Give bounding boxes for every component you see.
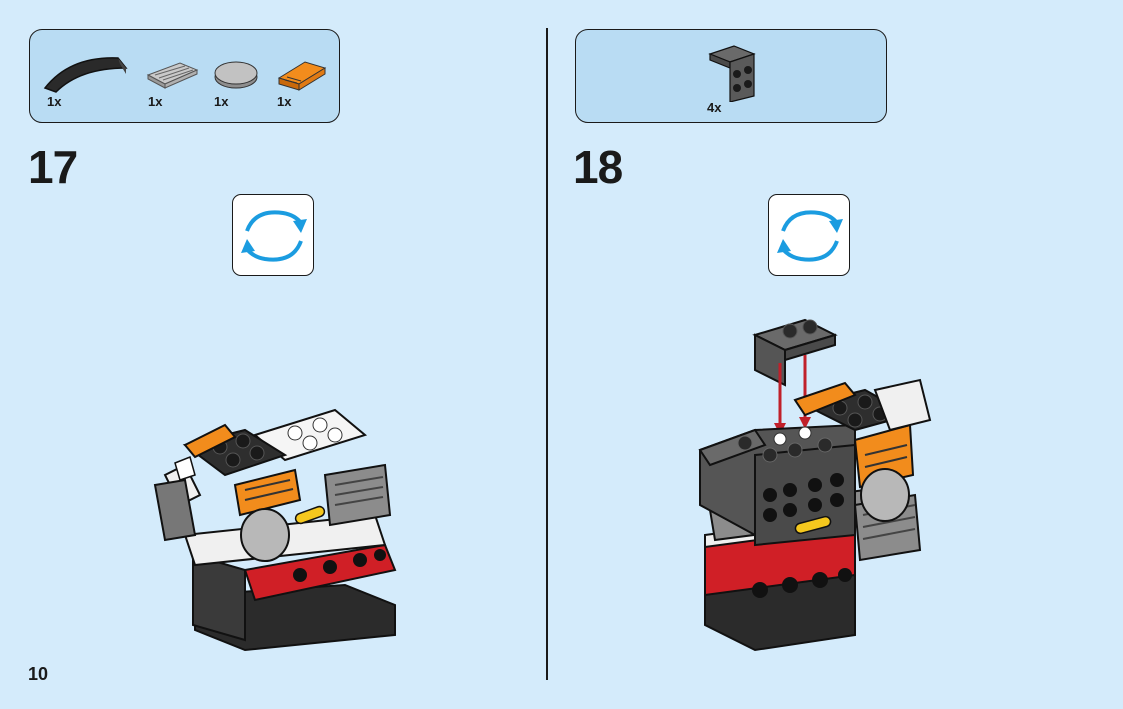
part-qty: 1x xyxy=(214,94,229,109)
curved-slope-black-brick-icon xyxy=(43,57,128,93)
part-qty: 1x xyxy=(47,94,62,109)
page-number: 10 xyxy=(28,664,49,684)
placement-arrows xyxy=(774,355,811,435)
slope-orange-printed-icon xyxy=(277,61,327,91)
page-divider xyxy=(546,28,548,680)
model-step-17 xyxy=(153,408,397,652)
part-qty: 1x xyxy=(277,94,292,109)
step-number: 18 xyxy=(573,141,623,193)
bracket-piece-incoming xyxy=(752,318,838,387)
bracket-plate-dark-gray-icon xyxy=(708,45,756,102)
grille-tile-gray-icon xyxy=(146,62,199,89)
part-qty: 1x xyxy=(148,94,163,109)
rotate-model-icon xyxy=(232,194,314,276)
parts-callout-step-18: 4x xyxy=(575,29,887,123)
parts-callout-step-17: 1x 1x 1x 1x xyxy=(29,29,340,123)
rotate-model-icon xyxy=(768,194,850,276)
part-qty: 4x xyxy=(707,100,722,115)
round-tile-gray-icon xyxy=(214,61,258,89)
rotate-arrows-icon xyxy=(777,210,843,262)
step-number: 17 xyxy=(28,141,78,193)
model-step-18 xyxy=(698,318,932,652)
rotate-arrows-icon xyxy=(241,210,307,262)
